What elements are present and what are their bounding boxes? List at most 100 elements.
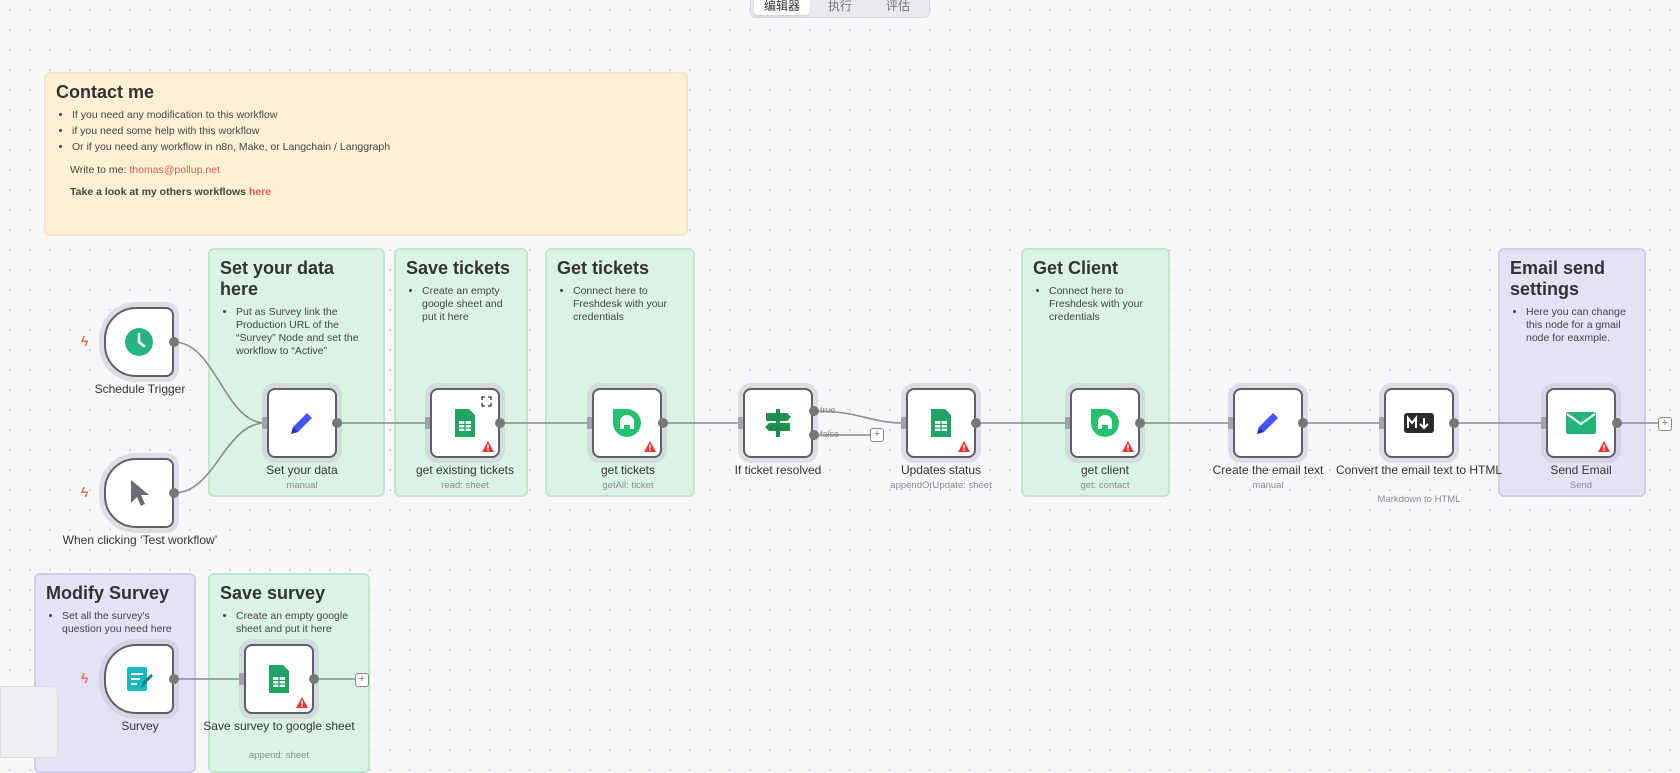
output-port[interactable] bbox=[169, 337, 179, 347]
node-create-email-text[interactable] bbox=[1233, 388, 1303, 458]
sticky-title: Save survey bbox=[220, 583, 326, 603]
sticky-item: Here you can change this node for a gmai… bbox=[1526, 306, 1634, 345]
tab-editor[interactable]: 编辑器 bbox=[754, 0, 810, 15]
view-tabs: 编辑器 执行 评估 bbox=[750, 0, 930, 18]
trigger-bolt-icon: ϟ bbox=[81, 670, 89, 686]
add-node-button[interactable]: + bbox=[870, 428, 884, 442]
node-label: Survey bbox=[121, 719, 159, 733]
sticky-note-contact[interactable]: Contact me If you need any modification … bbox=[44, 72, 688, 236]
node-label: Send Email bbox=[1550, 463, 1612, 477]
sticky-title: Modify Survey bbox=[46, 583, 170, 603]
output-port[interactable] bbox=[1298, 418, 1308, 428]
output-port[interactable] bbox=[971, 418, 981, 428]
node-get-tickets[interactable] bbox=[592, 388, 662, 458]
output-port[interactable] bbox=[1612, 418, 1622, 428]
add-node-button[interactable]: + bbox=[355, 673, 369, 687]
warning-icon[interactable] bbox=[1122, 441, 1134, 452]
add-node-button[interactable]: + bbox=[1658, 417, 1672, 431]
input-port[interactable] bbox=[587, 417, 592, 429]
edge-label-false: false bbox=[820, 429, 840, 439]
freshdesk-icon bbox=[613, 409, 641, 437]
input-port[interactable] bbox=[239, 673, 244, 685]
trigger-bolt-icon: ϟ bbox=[81, 333, 89, 349]
node-label: Updates status bbox=[900, 463, 982, 477]
node-subtitle: manual bbox=[286, 480, 318, 491]
google-sheets-icon bbox=[269, 665, 289, 693]
warning-icon[interactable] bbox=[958, 441, 970, 452]
output-port[interactable] bbox=[1135, 418, 1145, 428]
sticky-note-email-settings[interactable]: Email send settings Here you can change … bbox=[1498, 248, 1646, 497]
sticky-item: if you need some help with this workflow bbox=[72, 125, 676, 138]
email-link[interactable]: thomas@pollup.net bbox=[129, 164, 220, 176]
node-label: get tickets bbox=[600, 463, 656, 477]
node-label: get existing tickets bbox=[415, 463, 515, 477]
node-survey-form-trigger[interactable] bbox=[104, 644, 174, 714]
node-subtitle: manual bbox=[1252, 480, 1284, 491]
input-port[interactable] bbox=[1379, 417, 1384, 429]
form-icon bbox=[127, 667, 153, 691]
output-port[interactable] bbox=[169, 674, 179, 684]
sticky-item: Put as Survey link the Production URL of… bbox=[236, 306, 373, 358]
sticky-item: Or if you need any workflow in n8n, Make… bbox=[72, 141, 676, 154]
tab-executions[interactable]: 执行 bbox=[827, 0, 852, 13]
warning-icon[interactable] bbox=[1598, 441, 1610, 452]
node-schedule-trigger[interactable] bbox=[104, 307, 174, 377]
sticky-item: Create an empty google sheet and put it … bbox=[236, 610, 358, 636]
warning-icon[interactable] bbox=[644, 441, 656, 452]
connection bbox=[173, 422, 266, 494]
node-get-client[interactable] bbox=[1070, 388, 1140, 458]
node-manual-trigger[interactable] bbox=[104, 458, 174, 528]
canvas-side-panel[interactable] bbox=[0, 686, 58, 758]
sticky-title: Email send settings bbox=[1510, 258, 1606, 299]
others-workflows-line: Take a look at my others workflows here bbox=[70, 186, 272, 198]
warning-icon[interactable] bbox=[482, 441, 494, 452]
sticky-item: Connect here to Freshdesk with your cred… bbox=[1049, 285, 1158, 324]
node-convert-email-html[interactable] bbox=[1384, 388, 1454, 458]
warning-icon[interactable] bbox=[296, 697, 308, 708]
node-set-your-data[interactable] bbox=[267, 388, 337, 458]
input-port[interactable] bbox=[262, 417, 267, 429]
pencil-icon bbox=[1257, 413, 1278, 434]
output-port[interactable] bbox=[309, 674, 319, 684]
output-port[interactable] bbox=[1449, 418, 1459, 428]
cursor-icon bbox=[131, 480, 149, 506]
node-get-existing-tickets[interactable] bbox=[430, 388, 500, 458]
sticky-item: Connect here to Freshdesk with your cred… bbox=[573, 285, 683, 324]
node-subtitle: read: sheet bbox=[441, 480, 489, 491]
others-workflows-link[interactable]: here bbox=[248, 186, 272, 198]
node-label: When clicking ‘Test workflow’ bbox=[62, 533, 218, 547]
output-port[interactable] bbox=[495, 418, 505, 428]
output-port[interactable] bbox=[658, 418, 668, 428]
output-port-false[interactable] bbox=[809, 430, 819, 440]
node-if-ticket-resolved[interactable] bbox=[743, 388, 813, 458]
node-label: Schedule Trigger bbox=[94, 382, 186, 396]
expand-icon[interactable] bbox=[481, 396, 492, 407]
node-label: Save survey to google sheet bbox=[203, 719, 355, 733]
trigger-bolt-icon: ϟ bbox=[81, 484, 89, 500]
connection bbox=[173, 341, 266, 424]
sticky-title: Get Client bbox=[1033, 258, 1119, 278]
input-port[interactable] bbox=[1228, 417, 1233, 429]
signpost-icon bbox=[765, 409, 791, 437]
edge-label-true: true bbox=[820, 405, 836, 415]
node-label: Convert the email text to HTML bbox=[1335, 463, 1503, 477]
output-port[interactable] bbox=[332, 418, 342, 428]
input-port[interactable] bbox=[901, 417, 906, 429]
sticky-note-modify-survey[interactable]: Modify Survey Set all the survey's quest… bbox=[34, 573, 196, 773]
write-to-me-line: Write to me: thomas@pollup.net bbox=[70, 164, 220, 176]
node-save-survey-sheet[interactable] bbox=[244, 644, 314, 714]
output-port[interactable] bbox=[169, 488, 179, 498]
node-subtitle: getAll: ticket bbox=[602, 480, 654, 491]
sticky-title: Contact me bbox=[56, 82, 155, 102]
tab-evaluations[interactable]: 评估 bbox=[885, 0, 910, 13]
input-port[interactable] bbox=[1065, 417, 1070, 429]
node-subtitle: Markdown to HTML bbox=[1377, 494, 1461, 505]
node-send-email[interactable] bbox=[1546, 388, 1616, 458]
freshdesk-icon bbox=[1091, 409, 1119, 437]
input-port[interactable] bbox=[738, 417, 743, 429]
input-port[interactable] bbox=[1541, 417, 1546, 429]
node-updates-status[interactable] bbox=[906, 388, 976, 458]
output-port-true[interactable] bbox=[809, 406, 819, 416]
node-label: get client bbox=[1080, 463, 1130, 477]
input-port[interactable] bbox=[425, 417, 430, 429]
